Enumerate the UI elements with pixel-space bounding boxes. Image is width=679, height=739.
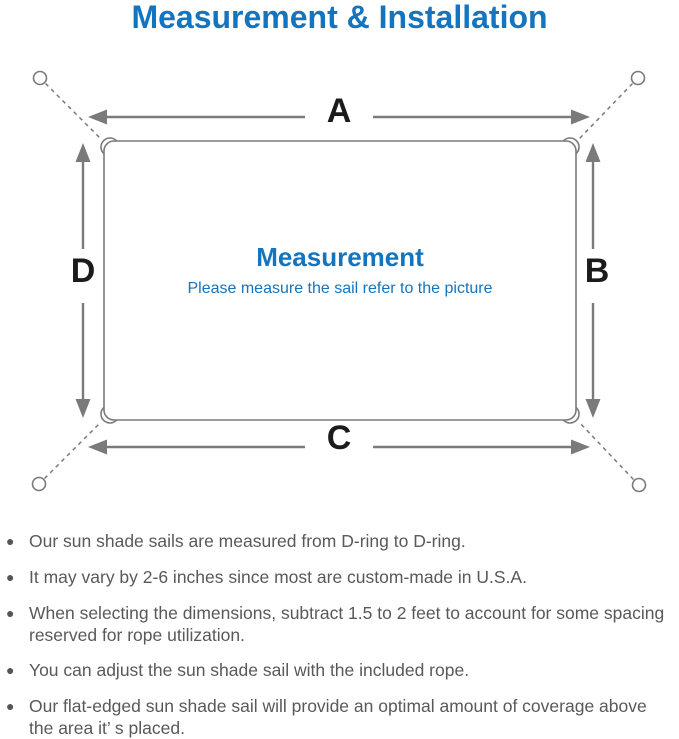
rope-dash-line-top-left xyxy=(44,82,102,140)
list-item: ● Our flat-edged sun shade sail will pro… xyxy=(6,695,673,739)
bullet-icon: ● xyxy=(6,662,15,678)
dimension-label-b: B xyxy=(584,252,610,290)
note-text: It may vary by 2-6 inches since most are… xyxy=(29,567,527,587)
list-item: ● When selecting the dimensions, subtrac… xyxy=(6,602,673,646)
rope-dash-line-top-right xyxy=(578,82,634,140)
anchor-point-icon xyxy=(630,70,646,86)
bullet-icon: ● xyxy=(6,569,15,585)
note-text: Our flat-edged sun shade sail will provi… xyxy=(29,696,647,738)
rope-dash-line-bottom-right xyxy=(578,421,635,481)
note-text: When selecting the dimensions, subtract … xyxy=(29,603,665,645)
dimension-label-c: C xyxy=(326,419,352,457)
bullet-icon: ● xyxy=(6,605,15,621)
rope-dash-line-bottom-left xyxy=(43,421,102,480)
dim-arrow-a-left xyxy=(88,109,107,125)
page-title: Measurement & Installation xyxy=(131,0,548,35)
dim-arrow-a-right xyxy=(571,109,590,125)
dimension-label-d: D xyxy=(70,252,96,290)
dim-arrow-c-left xyxy=(88,439,107,455)
dimension-label-a: A xyxy=(326,92,352,130)
anchor-point-icon xyxy=(32,70,48,86)
diagram-title: Measurement xyxy=(256,242,424,272)
list-item: ● Our sun shade sails are measured from … xyxy=(6,530,673,552)
dim-arrow-d-top xyxy=(75,143,91,162)
anchor-point-icon xyxy=(631,477,647,493)
list-item: ● It may vary by 2-6 inches since most a… xyxy=(6,566,673,588)
measurement-diagram xyxy=(31,70,647,493)
diagram-center-text: Measurement Please measure the sail refe… xyxy=(104,243,576,298)
dim-arrow-b-bottom xyxy=(585,399,601,418)
dim-arrow-d-bottom xyxy=(75,399,91,418)
sail-outline xyxy=(103,140,577,421)
bullet-icon: ● xyxy=(6,698,15,714)
diagram-subtitle: Please measure the sail refer to the pic… xyxy=(187,279,493,297)
anchor-point-icon xyxy=(31,476,47,492)
dim-arrow-c-right xyxy=(571,439,590,455)
bullet-icon: ● xyxy=(6,533,15,549)
list-item: ● You can adjust the sun shade sail with… xyxy=(6,659,673,681)
note-text: You can adjust the sun shade sail with t… xyxy=(29,660,470,680)
note-text: Our sun shade sails are measured from D-… xyxy=(29,531,466,551)
dim-arrow-b-top xyxy=(585,143,601,162)
